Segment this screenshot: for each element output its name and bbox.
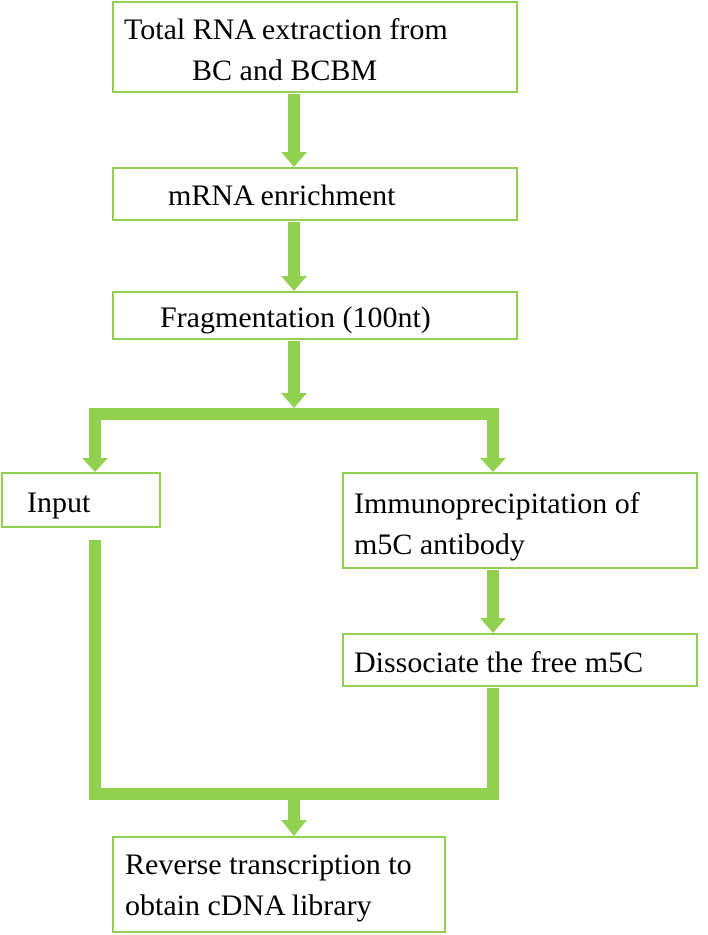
arrowhead-immunoprecipitation (480, 458, 506, 472)
arrowhead-dissociate (480, 618, 506, 633)
step-reverse-transcription-line-2: obtain cDNA library (125, 889, 372, 922)
connector-split-branches (89, 408, 499, 460)
step-reverse-transcription-box (112, 836, 446, 933)
arrowhead-reverse-transcription (281, 820, 307, 836)
step-dissociate-box (342, 633, 698, 687)
step-fragmentation-line-1: Fragmentation (100nt) (160, 301, 431, 334)
step-input: Input (1, 472, 161, 528)
step-enrichment: mRNA enrichment (112, 167, 518, 221)
step-immunoprecipitation-line-2: m5C antibody (354, 528, 525, 561)
step-input-line-1: Input (27, 486, 91, 519)
step-reverse-transcription-line-1: Reverse transcription to (125, 848, 412, 881)
step-reverse-transcription: Reverse transcription to obtain cDNA lib… (112, 836, 446, 933)
step-enrichment-box (112, 167, 518, 221)
step-fragmentation: Fragmentation (100nt) (112, 291, 518, 340)
connectors (82, 94, 506, 836)
step-immunoprecipitation-line-1: Immunoprecipitation of (354, 487, 640, 520)
step-enrichment-line-1: mRNA enrichment (168, 179, 396, 212)
step-extraction-box (112, 1, 518, 93)
step-extraction: Total RNA extraction from BC and BCBM (112, 1, 518, 93)
arrowhead-enrichment (281, 152, 307, 167)
arrowhead-split (281, 393, 307, 408)
step-dissociate: Dissociate the free m5C (342, 633, 698, 687)
step-input-box (1, 472, 161, 528)
step-extraction-line-2: BC and BCBM (192, 54, 377, 87)
step-dissociate-line-1: Dissociate the free m5C (354, 646, 643, 679)
step-extraction-line-1: Total RNA extraction from (124, 13, 448, 46)
arrowhead-input (82, 458, 108, 472)
arrowhead-fragmentation (281, 276, 307, 291)
step-fragmentation-box (112, 291, 518, 340)
step-immunoprecipitation: Immunoprecipitation of m5C antibody (342, 472, 698, 569)
step-immunoprecipitation-box (342, 472, 698, 569)
